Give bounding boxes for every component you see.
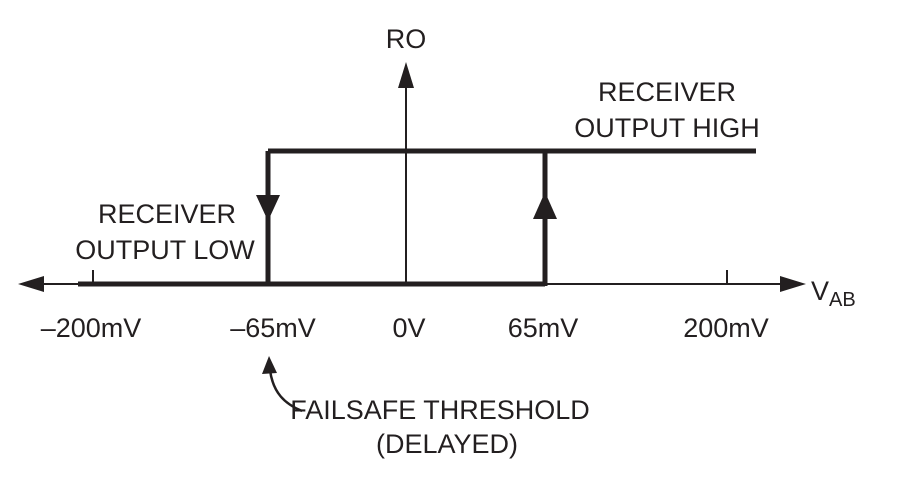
tick-label-minus-200mv: –200mV (41, 313, 142, 343)
x-axis-label-main: V (811, 276, 829, 306)
x-axis-label: VAB (811, 276, 856, 311)
y-axis-label: RO (386, 24, 427, 54)
annotation-arrowhead-icon (262, 356, 277, 374)
x-axis-right-arrow (780, 276, 806, 292)
region-low-line1: RECEIVER (98, 199, 236, 229)
tick-label-minus-65mv: –65mV (230, 313, 316, 343)
x-axis-left-arrow (18, 276, 44, 292)
x-axis-label-subscript: AB (829, 289, 856, 311)
tick-label-0v: 0V (392, 313, 425, 343)
annotation-line2: (DELAYED) (376, 429, 518, 459)
tick-label-65mv: 65mV (508, 313, 579, 343)
y-axis-up-arrow (398, 62, 414, 88)
up-arrow-icon (533, 192, 557, 219)
tick-label-200mv: 200mV (683, 313, 769, 343)
region-high-line2: OUTPUT HIGH (574, 113, 760, 143)
annotation-line1: FAILSAFE THRESHOLD (290, 395, 590, 425)
region-high-line1: RECEIVER (598, 77, 736, 107)
region-low-line2: OUTPUT LOW (75, 235, 255, 265)
down-arrow-icon (256, 195, 280, 221)
annotation-curved-arrow (268, 369, 303, 413)
